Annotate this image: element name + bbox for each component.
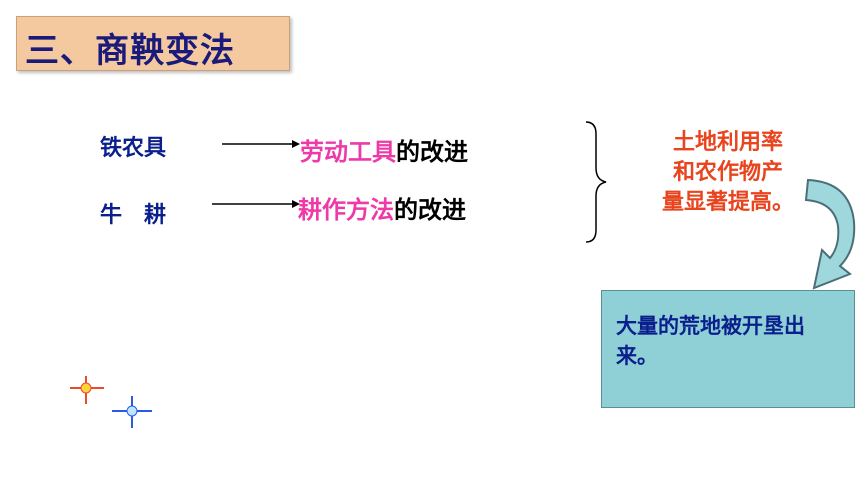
slide-title: 三、商鞅变法 (25, 31, 235, 71)
result-row-1: 劳动工具的改进 (300, 132, 468, 167)
curved-arrow-icon (804, 178, 856, 290)
arrow-right-icon (212, 200, 300, 208)
info-box: 大量的荒地被开垦出来。 (601, 290, 855, 408)
title-box: 三、商鞅变法 (16, 16, 290, 71)
result-suffix: 的改进 (394, 196, 466, 224)
outcome-text: 土地利用率 和农作物产 量显著提高。 (628, 128, 828, 218)
result-highlight: 耕作方法 (298, 196, 394, 224)
result-row-2: 耕作方法的改进 (298, 190, 466, 225)
right-brace-icon (585, 121, 607, 243)
cause-label-ox-plowing: 牛 耕 (100, 203, 167, 228)
sparkle-icon (112, 396, 152, 428)
arrow-right-icon (222, 140, 300, 148)
outcome-line: 量显著提高。 (661, 190, 794, 215)
result-suffix: 的改进 (396, 138, 468, 166)
sparkle-icon (70, 376, 104, 404)
info-text: 大量的荒地被开垦出来。 (616, 314, 805, 368)
outcome-line: 土地利用率 (672, 130, 783, 155)
result-highlight: 劳动工具 (300, 138, 396, 166)
outcome-line: 和农作物产 (672, 160, 783, 185)
cause-label-iron-tools: 铁农具 (100, 136, 167, 161)
